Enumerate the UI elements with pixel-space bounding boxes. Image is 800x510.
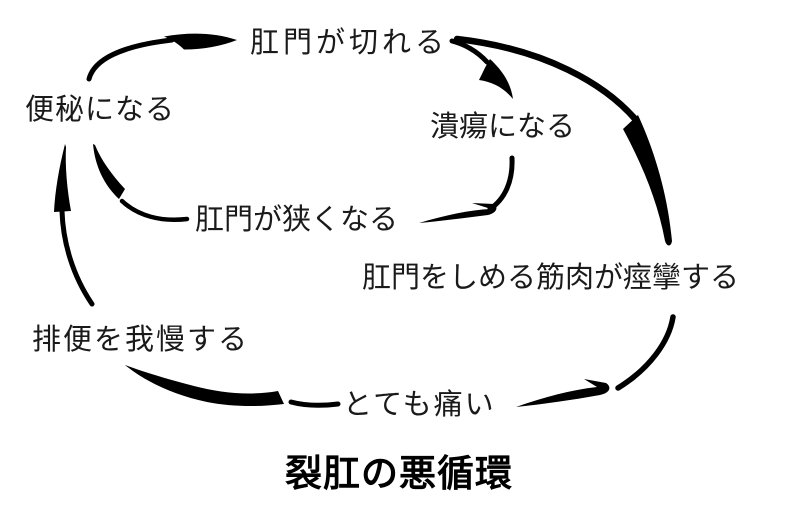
arrow-pain-to-hold (125, 365, 341, 408)
arrow-narrow-to-constipation (93, 144, 190, 222)
node-constipation: 便秘になる (25, 94, 176, 126)
arrow-spasm-to-pain (516, 314, 676, 407)
arrow-hold-to-constipation (54, 144, 95, 307)
node-hold: 排便を我慢する (32, 324, 250, 356)
node-pain: とても痛い (343, 389, 496, 421)
arrow-fissure-to-ulcer (449, 38, 513, 99)
arrow-ulcer-to-narrow (419, 155, 515, 223)
arrow-constipation-to-fissure (86, 33, 237, 82)
arrow-fissure-to-spasm (453, 35, 672, 246)
diagram-title: 裂肛の悪循環 (285, 453, 513, 494)
node-spasm: 肛門をしめる筋肉が痙攣する (362, 262, 740, 294)
node-ulcer: 潰瘍になる (430, 111, 576, 143)
node-narrow: 肛門が狭くなる (195, 204, 399, 236)
node-fissure: 肛門が切れる (250, 27, 449, 59)
